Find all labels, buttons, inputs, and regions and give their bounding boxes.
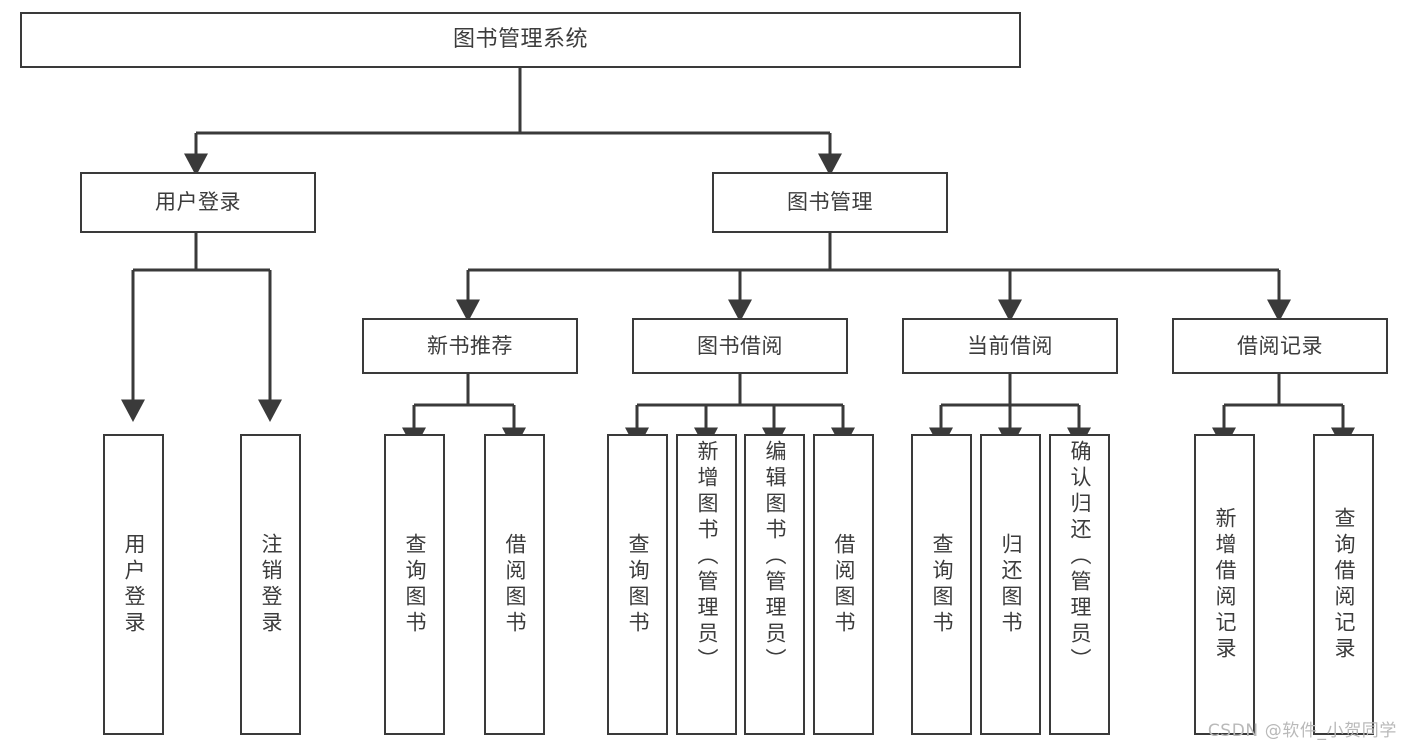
node-new-book-recommend-label: 新书推荐 <box>427 333 513 358</box>
node-leaf-confirm-return-label: 确认归还（管理员） <box>1068 440 1092 674</box>
watermark: CSDN @软件_小贺同学 <box>1207 721 1397 741</box>
node-leaf-query-book-3-label: 查询图书 <box>930 532 954 637</box>
node-leaf-query-record-label: 查询借阅记录 <box>1332 506 1356 663</box>
node-book-management[interactable]: 图书管理 <box>712 172 948 233</box>
node-user-login[interactable]: 用户登录 <box>80 172 316 233</box>
node-leaf-query-book-3[interactable]: 查询图书 <box>911 434 972 735</box>
node-leaf-user-login[interactable]: 用户登录 <box>103 434 164 735</box>
node-leaf-edit-book[interactable]: 编辑图书（管理员） <box>744 434 805 735</box>
node-new-book-recommend[interactable]: 新书推荐 <box>362 318 578 374</box>
node-current-borrow[interactable]: 当前借阅 <box>902 318 1118 374</box>
node-leaf-add-record-label: 新增借阅记录 <box>1213 506 1237 663</box>
node-leaf-user-login-label: 用户登录 <box>122 532 146 637</box>
node-leaf-confirm-return[interactable]: 确认归还（管理员） <box>1049 434 1110 735</box>
node-leaf-borrow-book-2-label: 借阅图书 <box>832 532 856 637</box>
node-leaf-logout[interactable]: 注销登录 <box>240 434 301 735</box>
node-leaf-add-book-label: 新增图书（管理员） <box>695 440 719 674</box>
node-leaf-borrow-book-1[interactable]: 借阅图书 <box>484 434 545 735</box>
node-root[interactable]: 图书管理系统 <box>20 12 1021 68</box>
node-leaf-borrow-book-1-label: 借阅图书 <box>503 532 527 637</box>
node-leaf-query-book-1[interactable]: 查询图书 <box>384 434 445 735</box>
node-borrow-record[interactable]: 借阅记录 <box>1172 318 1388 374</box>
node-user-login-label: 用户登录 <box>155 190 241 215</box>
node-book-borrow[interactable]: 图书借阅 <box>632 318 848 374</box>
node-leaf-edit-book-label: 编辑图书（管理员） <box>763 440 787 674</box>
node-leaf-query-book-2-label: 查询图书 <box>626 532 650 637</box>
node-book-management-label: 图书管理 <box>787 190 873 215</box>
node-leaf-query-book-1-label: 查询图书 <box>403 532 427 637</box>
node-leaf-query-record[interactable]: 查询借阅记录 <box>1313 434 1374 735</box>
node-leaf-add-book[interactable]: 新增图书（管理员） <box>676 434 737 735</box>
node-leaf-return-book[interactable]: 归还图书 <box>980 434 1041 735</box>
node-borrow-record-label: 借阅记录 <box>1237 333 1323 358</box>
node-leaf-return-book-label: 归还图书 <box>999 532 1023 637</box>
node-leaf-borrow-book-2[interactable]: 借阅图书 <box>813 434 874 735</box>
node-leaf-query-book-2[interactable]: 查询图书 <box>607 434 668 735</box>
node-book-borrow-label: 图书借阅 <box>697 333 783 358</box>
node-leaf-add-record[interactable]: 新增借阅记录 <box>1194 434 1255 735</box>
node-root-label: 图书管理系统 <box>452 27 588 53</box>
node-leaf-logout-label: 注销登录 <box>259 532 283 637</box>
node-current-borrow-label: 当前借阅 <box>967 333 1053 358</box>
